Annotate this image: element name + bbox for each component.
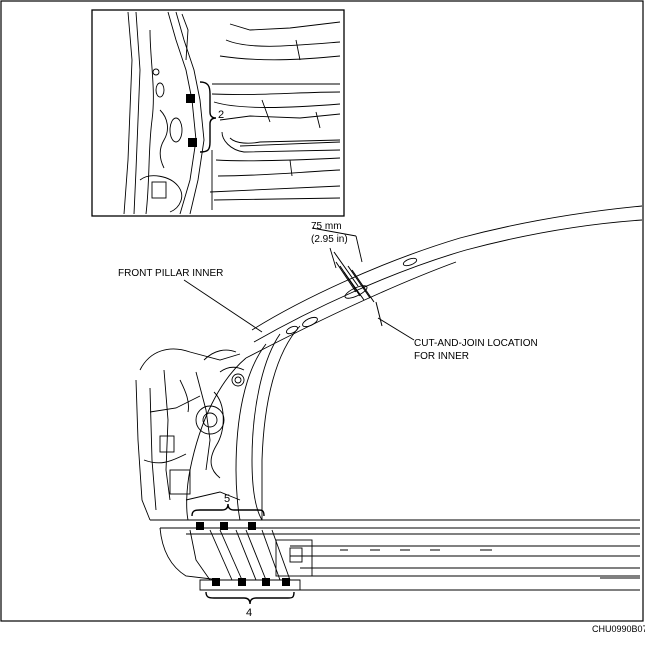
weld-point-marker [282,578,290,586]
dimension-leaders [311,227,363,269]
inset-linework [123,11,341,215]
weld-group-2-label: 2 [218,109,224,121]
weld-point-marker [238,578,246,586]
weld-point-marker [262,578,270,586]
brace-group-5 [191,503,265,517]
cut-join-label-line2: FOR INNER [414,351,469,362]
callout-leaders [183,279,415,341]
front-pillar-inner-label: FRONT PILLAR INNER [118,268,223,279]
cut-join-label-line1: CUT-AND-JOIN LOCATION [414,338,538,349]
weld-point-marker [196,522,204,530]
inset-detail: 2 [91,9,345,217]
inset-frame [91,9,345,217]
cut-join-leader [377,317,415,341]
front-pillar-leader [183,279,263,333]
dimension-witness-left [329,247,337,269]
dimension-in-label: (2.95 in) [311,234,348,245]
weld-point-marker [248,522,256,530]
weld-group-5: 5 [191,493,265,530]
main-body-linework [135,205,643,591]
weld-point-marker [186,94,195,103]
weld-point-marker [220,522,228,530]
weld-group-4: 4 [205,578,295,619]
weld-group-4-label: 4 [246,607,252,619]
weld-point-marker [188,138,197,147]
cut-lines [333,251,383,327]
brace-group-2 [199,81,217,153]
dimension-line [311,227,357,237]
brace-group-4 [205,591,295,605]
dimension-mm-label: 75 mm [311,221,342,232]
figure-code: CHU0990B073 [592,624,645,634]
weld-point-marker [212,578,220,586]
weld-group-5-label: 5 [224,493,230,505]
diagram-border [0,0,644,622]
dimension-witness-right [355,235,363,263]
